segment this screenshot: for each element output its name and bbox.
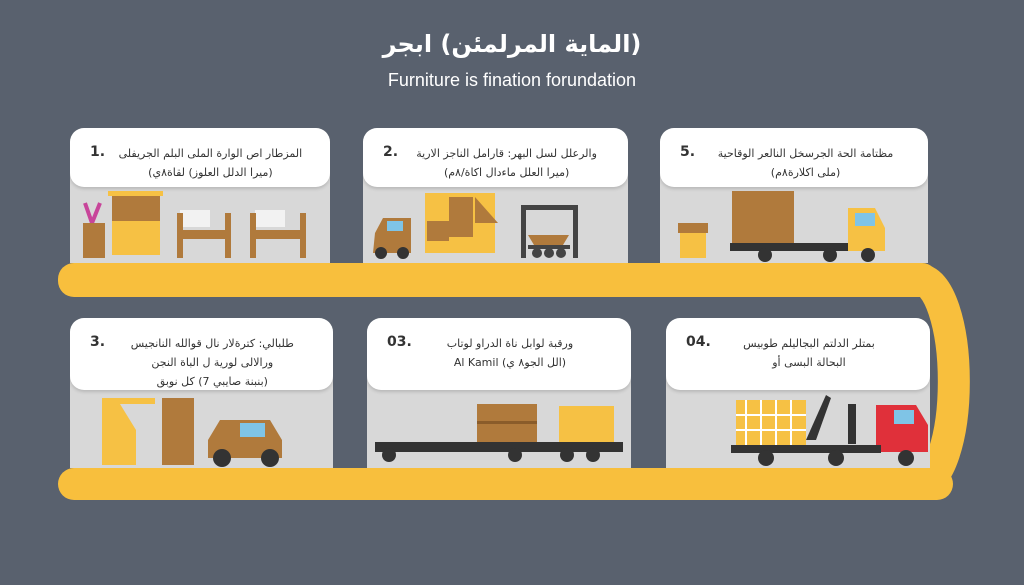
road-top [58,263,938,297]
subtitle: Furniture is fination forundation [387,70,637,90]
step-card-03: 03. ورقبة لوابل ناة الدراو لوتاب (الل الج… [367,318,631,468]
step-card-04: 04. بمتلر الدلتم البجاليلم طوبيس البحالة … [666,318,930,468]
crane-car-illustration [102,398,282,467]
step-text: المزطار اص الوارة الملى البلم الجريفلى [118,147,303,160]
step-text: ورقبة لوابل ناة الدراو لوتاب [446,337,574,350]
road-bottom [58,468,953,500]
step-number: 03. [387,334,412,350]
step-text: (بنبنة صايبي 7) كل نوبق [156,375,268,388]
tow-truck-illustration [731,395,928,466]
step-number: 04. [686,334,711,350]
title: (الماية المرلمئن) ابجر [382,30,642,58]
flatbed-truck-illustration [375,404,623,462]
step-text: مظتامة الحة الجرسخل النالعر الوقاحية [717,147,894,160]
step-card-3: 3. طلبالي: كترةلار نال قوالله النانجيس ور… [70,318,333,468]
step-text: (الل الجو٨ ي) Al Kamil [453,356,567,369]
step-text: (ميرا الدلل العلوز) لقاة٨ي) [148,166,273,179]
furniture-illustration [83,191,306,258]
step-text: (ميرا العلل ماءدال اكاة/٨م) [443,166,570,179]
step-text: (ملى اكلارة٨م) [770,166,841,179]
step-text: البحالة البسى أو [772,356,846,369]
step-text: والرعلل لسل البهر: قارامل الناجز الارية [416,147,597,160]
step-number: 2. [383,144,399,160]
step-text: بمتلر الدلتم البجاليلم طوبيس [743,337,875,350]
van-loading-illustration [373,193,578,259]
box-truck-illustration [678,191,885,262]
step-text: طلبالي: كترةلار نال قوالله النانجيس [130,337,294,350]
step-card-2: 2. والرعلل لسل البهر: قارامل الناجز الار… [363,128,628,263]
step-card-5: 5. مظتامة الحة الجرسخل النالعر الوقاحية (… [660,128,928,263]
step-card-1: 1. المزطار اص الوارة الملى البلم الجريفل… [70,128,330,263]
step-number: 5. [680,144,696,160]
step-number: 3. [90,334,106,350]
step-number: 1. [90,144,106,160]
step-text: ورالالى لورية ل الباة النجن [151,356,274,369]
